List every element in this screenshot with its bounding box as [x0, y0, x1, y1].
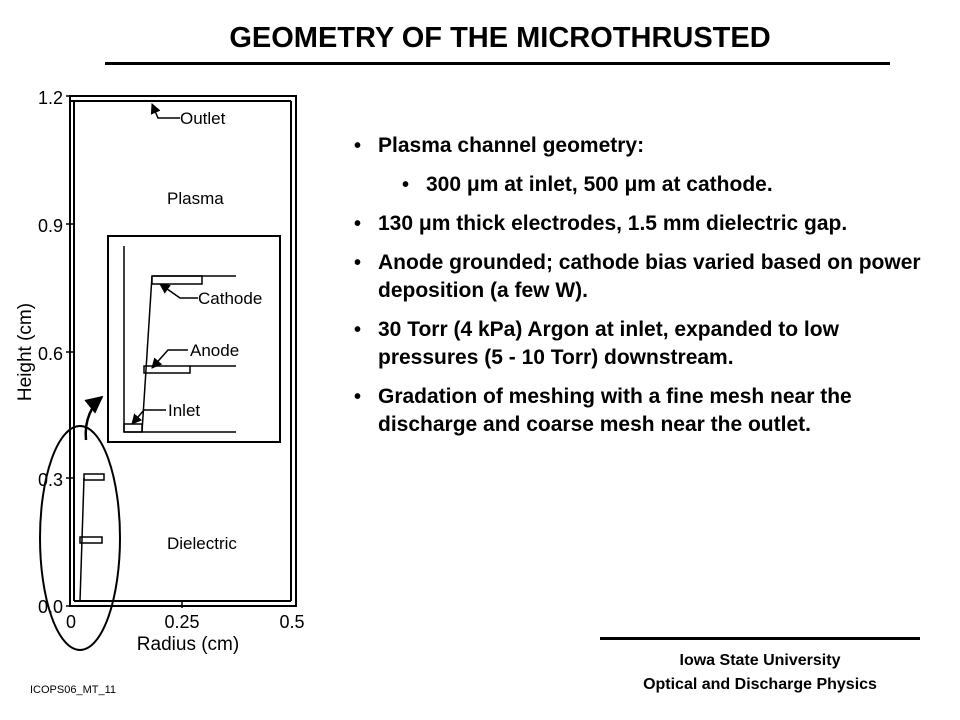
page-title: GEOMETRY OF THE MICROTHRUSTED — [229, 22, 771, 54]
electrode-small — [79, 473, 105, 602]
zoom-highlight-oval — [39, 425, 121, 651]
domain-boundary — [69, 95, 297, 607]
label-dielectric: Dielectric — [167, 534, 237, 553]
bullet-item: • 130 μm thick electrodes, 1.5 mm dielect… — [354, 210, 924, 238]
bullet-text: 130 μm thick electrodes, 1.5 mm dielectr… — [378, 212, 848, 235]
bullet-dot: • — [354, 135, 362, 157]
title-underline — [105, 62, 890, 65]
bullet-item: • Anode grounded; cathode bias varied bas… — [354, 249, 924, 305]
bullet-item: • Plasma channel geometry: — [354, 132, 924, 160]
bullet-text: 30 Torr (4 kPa) Argon at inlet, expanded… — [378, 318, 839, 369]
thruster-geometry-diagram: Height (cm) 1.2 0.9 0.6 0.3 0.0 0 0.25 0… — [15, 88, 305, 655]
cathode-arrow — [159, 283, 198, 299]
bullet-text: Gradation of meshing with a fine mesh ne… — [378, 385, 852, 436]
label-cathode: Cathode — [198, 289, 262, 308]
label-anode: Anode — [190, 341, 239, 360]
bullet-list: • Plasma channel geometry: • 300 μm at inl… — [354, 132, 924, 450]
y-axis-label: Height (cm) — [15, 303, 36, 401]
inlet-arrow — [131, 409, 166, 425]
label-inlet: Inlet — [168, 401, 200, 420]
y-tick-0-3: 0.3 — [38, 470, 63, 490]
bullet-text: 300 μm at inlet, 500 μm at cathode. — [426, 173, 773, 196]
bullet-text: Plasma channel geometry: — [378, 134, 645, 157]
y-tick-0-0: 0.0 — [38, 597, 63, 617]
x-tick-0-25: 0.25 — [164, 612, 199, 632]
inset-geometry — [123, 246, 236, 433]
y-tick-0-9: 0.9 — [38, 216, 63, 236]
bullet-text: Anode grounded; cathode bias varied base… — [378, 251, 921, 302]
bullet-dot: • — [354, 319, 362, 341]
bullet-dot: • — [354, 252, 362, 274]
bullet-item: • 30 Torr (4 kPa) Argon at inlet, expande… — [354, 316, 924, 372]
bullet-dot: • — [354, 386, 362, 408]
slide-id: ICOPS06_MT_11 — [30, 684, 117, 696]
y-tick-1-2: 1.2 — [38, 88, 63, 108]
bullet-item: • Gradation of meshing with a fine mesh n… — [354, 383, 924, 439]
bullet-dot: • — [402, 174, 410, 196]
zoom-inset — [107, 235, 281, 443]
outlet-arrow — [150, 103, 180, 119]
bullet-dot: • — [354, 213, 362, 235]
footer-university: Iowa State University — [679, 652, 841, 669]
anode-arrow — [151, 349, 188, 369]
x-axis-label: Radius (cm) — [137, 634, 239, 655]
footer-group: Optical and Discharge Physics — [643, 676, 877, 693]
bullet-subitem: • 300 μm at inlet, 500 μm at cathode. — [402, 171, 924, 199]
zoom-arrow — [84, 395, 104, 441]
x-tick-0: 0 — [66, 612, 76, 632]
y-tick-0-6: 0.6 — [38, 344, 63, 364]
x-tick-0-5: 0.5 — [279, 612, 304, 632]
label-outlet: Outlet — [180, 109, 226, 128]
label-plasma: Plasma — [167, 189, 224, 208]
footer: Iowa State University Optical and Discha… — [600, 649, 920, 697]
footer-rule — [600, 637, 920, 640]
